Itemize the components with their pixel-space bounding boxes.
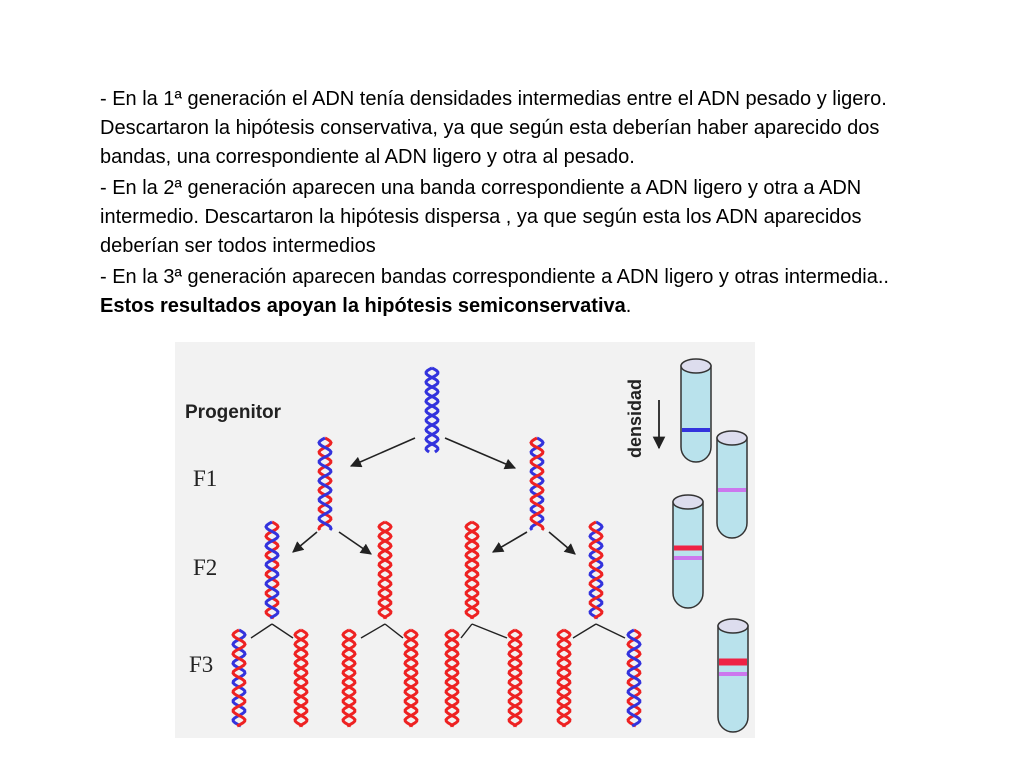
tube-f2 [672,494,704,609]
tube-cap [672,494,704,510]
helix-f3-5 [444,628,460,728]
tube-progenitor [680,358,712,463]
tube-layer [672,358,749,733]
dna-strand-light [341,628,357,728]
tube-f1 [716,430,748,539]
helix-f2-4 [588,520,604,620]
figure-canvas: Progenitor F1 F2 F3 densidad [175,342,755,738]
helix-f3-2 [293,628,309,728]
dna-strand-light [403,628,419,728]
connector-f2-2b [384,623,404,639]
paragraph-1: - En la 1ª generación el ADN tenía densi… [100,85,940,172]
helix-f2-2 [377,520,393,620]
helix-f3-3 [341,628,357,728]
helix-f1-left [317,436,333,531]
label-f3: F3 [189,652,213,677]
text-block: - En la 1ª generación el ADN tenía densi… [100,85,940,321]
connector-f2-2a [360,623,386,639]
tube-cap [716,430,748,446]
tube-body [672,501,704,609]
dna-strand-light [556,628,572,728]
paragraph-3-text: - En la 3ª generación aparecen bandas co… [100,266,889,288]
arrow-f1-f2-4 [548,531,576,555]
connector-f2-3a [460,623,473,639]
dna-strand-light [464,520,480,620]
paragraph-2-text: - En la 2ª generación aparecen una banda… [100,177,862,257]
dna-strand-light [529,436,545,531]
label-progenitor: Progenitor [185,402,282,423]
arrow-f1-f2-2 [338,531,372,555]
dna-strand-light [588,520,604,620]
dna-strand-heavy [626,628,642,728]
connector-f2-1a [250,623,273,639]
dna-strand-light [231,628,247,728]
paragraph-2: - En la 2ª generación aparecen una banda… [100,174,940,261]
helix-f3-4 [403,628,419,728]
arrow-f1-f2-3 [492,531,528,553]
dna-strand-heavy [264,520,280,620]
paragraph-3-conclusion: Estos resultados apoyan la hipótesis sem… [100,295,626,317]
tube-body [717,625,749,733]
arrow-f1-f2-1 [292,531,318,553]
tube-cap [717,618,749,634]
dna-strand-heavy [424,366,440,454]
tube-body [680,365,712,463]
connector-f2-4a [572,623,597,639]
helix-progenitor [424,366,440,454]
helix-f3-8 [626,628,642,728]
dna-strand-light [444,628,460,728]
arrow-layer [250,400,666,639]
helix-f2-3 [464,520,480,620]
paragraph-3-tail: . [625,295,632,317]
connector-f2-1b [271,623,294,639]
label-f2: F2 [193,555,217,580]
dna-strand-heavy [424,366,440,454]
helix-f1-right [529,436,545,531]
connector-f2-4b [595,623,626,639]
dna-strand-heavy [317,436,333,531]
label-f1: F1 [193,466,217,491]
connector-f2-3b [471,623,508,639]
dna-strand-light [507,628,523,728]
helix-f3-6 [507,628,523,728]
helix-f3-1 [231,628,247,728]
dna-strand-light [293,628,309,728]
tube-f3 [717,618,749,733]
tube-cap [680,358,712,374]
label-density: densidad [625,379,645,458]
arrow-progenitor-f1-right [444,437,517,470]
dna-strand-light [377,520,393,620]
paragraph-1-text: - En la 1ª generación el ADN tenía densi… [100,88,887,168]
helix-f3-7 [556,628,572,728]
dna-replication-figure: Progenitor F1 F2 F3 densidad [175,342,755,738]
arrow-progenitor-f1-left [349,437,416,468]
helix-f2-1 [264,520,280,620]
paragraph-3: - En la 3ª generación aparecen bandas co… [100,263,940,321]
tube-body [716,437,748,539]
helix-layer [231,366,642,728]
